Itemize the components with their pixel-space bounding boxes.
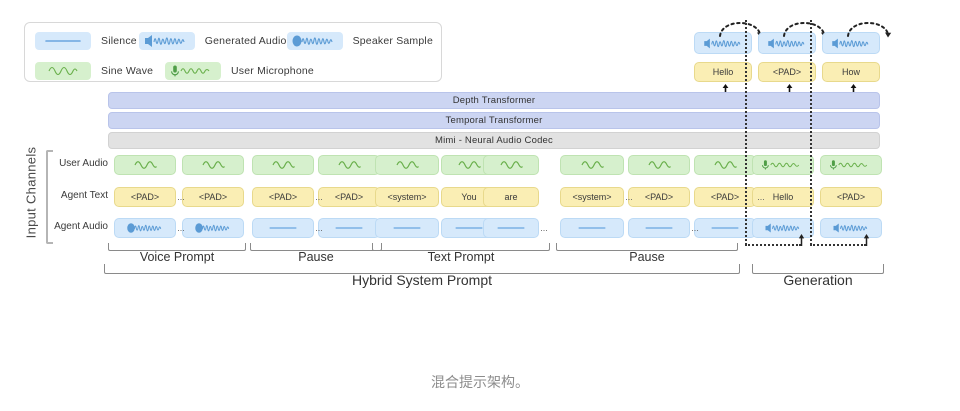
bracket-text-prompt — [372, 243, 550, 251]
ellipsis-marker: ... — [315, 192, 323, 202]
agent-audio-cell — [182, 218, 244, 238]
agent-audio-cell — [252, 218, 314, 238]
silence-line-icon — [35, 32, 91, 50]
legend-item-speaker-sample: Speaker Sample — [286, 32, 433, 50]
row-label-user-audio: User Audio — [59, 158, 108, 169]
agent-audio-cell — [483, 218, 539, 238]
bracket-label-hybrid-system-prompt: Hybrid System Prompt — [351, 272, 493, 288]
user-audio-cell — [820, 155, 882, 175]
legend-label-user-microphone: User Microphone — [231, 65, 314, 77]
agent-audio-cell — [375, 218, 439, 238]
mimi-codec-bar: Mimi - Neural Audio Codec — [108, 132, 880, 149]
legend-item-user-microphone: User Microphone — [165, 62, 314, 80]
legend-item-silence: Silence — [35, 32, 139, 50]
bracket-label-generation: Generation — [783, 272, 853, 288]
legend-panel: Silence Generated Audio Speaker Sample — [24, 22, 442, 82]
agent-audio-cell — [114, 218, 176, 238]
agent-text-cell: Hello — [752, 187, 814, 207]
ellipsis-marker: ... — [757, 192, 765, 202]
bracket-pause-2 — [556, 243, 738, 251]
figure-caption: 混合提示架构。 — [431, 374, 529, 390]
generated-text-output: Hello — [694, 62, 752, 82]
generation-step-divider — [745, 20, 747, 245]
agent-audio-cell — [628, 218, 690, 238]
generated-audio-output — [694, 32, 752, 54]
agent-text-cell: <PAD> — [252, 187, 314, 207]
legend-row-2: Sine Wave User Microphone — [35, 59, 433, 83]
agent-text-cell: <system> — [560, 187, 624, 207]
generation-feedback-line — [810, 244, 866, 246]
legend-item-sine-wave: Sine Wave — [35, 62, 165, 80]
generation-feedback-arrow — [862, 234, 871, 246]
user-audio-cell — [628, 155, 690, 175]
user-audio-cell — [752, 155, 814, 175]
ellipsis-marker: ... — [177, 192, 185, 202]
bracket-label-pause-1: Pause — [298, 250, 334, 264]
generation-feedback-arrow — [797, 234, 806, 246]
ellipsis-marker: ... — [177, 223, 185, 233]
user-audio-cell — [114, 155, 176, 175]
agent-audio-cell — [752, 218, 814, 238]
agent-text-cell: are — [483, 187, 539, 207]
generation-step-divider — [810, 20, 812, 245]
agent-audio-cell — [560, 218, 624, 238]
agent-text-cell: <PAD> — [628, 187, 690, 207]
generated-audio-icon — [138, 32, 195, 50]
user-audio-cell — [483, 155, 539, 175]
bracket-label-voice-prompt: Voice Prompt — [139, 250, 215, 264]
legend-row-1: Silence Generated Audio Speaker Sample — [35, 29, 433, 53]
agent-audio-cell — [820, 218, 882, 238]
row-label-agent-audio: Agent Audio — [54, 221, 108, 232]
agent-audio-cell — [318, 218, 380, 238]
user-audio-cell — [560, 155, 624, 175]
temporal-transformer-bar: Temporal Transformer — [108, 112, 880, 129]
user-microphone-icon — [165, 62, 221, 80]
autoregressive-loop-arrow — [844, 16, 912, 38]
agent-text-cell: <system> — [375, 187, 439, 207]
legend-label-speaker-sample: Speaker Sample — [352, 35, 433, 47]
generated-audio-output — [758, 32, 816, 54]
legend-item-generated-audio: Generated Audio — [138, 32, 287, 50]
ellipsis-marker: ... — [691, 223, 699, 233]
bracket-generation — [752, 264, 884, 274]
legend-label-silence: Silence — [101, 35, 137, 47]
bracket-hybrid-system-prompt — [104, 264, 740, 274]
agent-text-cell: <PAD> — [318, 187, 380, 207]
user-audio-cell — [182, 155, 244, 175]
row-label-agent-text: Agent Text — [60, 190, 108, 201]
bracket-label-pause-2: Pause — [629, 250, 665, 264]
bracket-voice-prompt — [108, 243, 246, 251]
user-audio-cell — [318, 155, 380, 175]
generated-text-output: How — [822, 62, 880, 82]
legend-label-sine-wave: Sine Wave — [101, 65, 154, 77]
generated-audio-output — [822, 32, 880, 54]
ellipsis-marker: ... — [315, 223, 323, 233]
agent-text-cell: <PAD> — [114, 187, 176, 207]
agent-text-cell: <PAD> — [820, 187, 882, 207]
legend-label-generated-audio: Generated Audio — [204, 35, 287, 47]
bracket-label-text-prompt: Text Prompt — [427, 250, 495, 264]
input-channels-bracket — [46, 150, 53, 244]
speaker-sample-icon — [286, 32, 343, 50]
user-audio-cell — [375, 155, 439, 175]
generation-feedback-line — [745, 244, 801, 246]
user-audio-cell — [252, 155, 314, 175]
ellipsis-marker: ... — [540, 223, 548, 233]
agent-text-cell: <PAD> — [182, 187, 244, 207]
bracket-pause-1 — [250, 243, 382, 251]
depth-transformer-bar: Depth Transformer — [108, 92, 880, 109]
ellipsis-marker: ... — [625, 192, 633, 202]
sine-wave-icon — [35, 62, 91, 80]
generated-text-output: <PAD> — [758, 62, 816, 82]
